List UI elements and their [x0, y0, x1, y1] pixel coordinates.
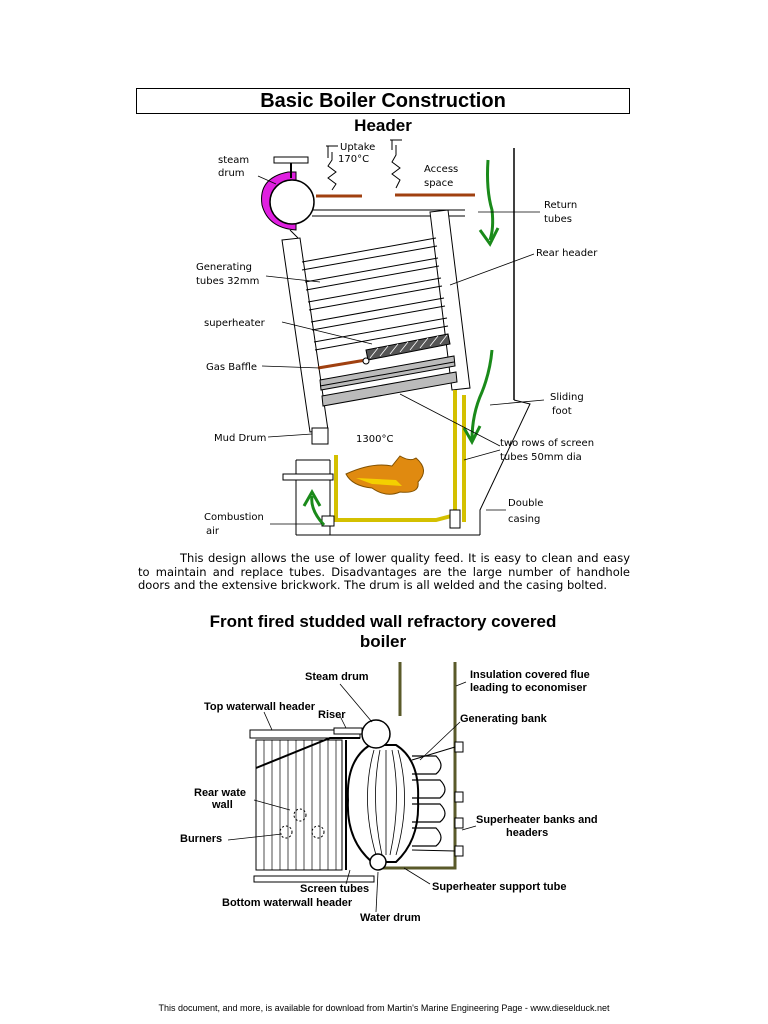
label-combustion-line1: Combustion — [204, 512, 264, 523]
label-screen-line1: two rows of screen — [500, 438, 594, 449]
label-rear-water-wall-line1: Rear wate — [194, 787, 246, 799]
label-superheater-banks-line1: Superheater banks and — [476, 814, 598, 826]
label-sliding-line2: foot — [552, 406, 572, 417]
label-burners: Burners — [180, 833, 222, 845]
label-top-waterwall-header: Top waterwall header — [204, 701, 316, 713]
label-generating-line2: tubes 32mm — [196, 276, 259, 287]
label-superheater: superheater — [204, 318, 266, 329]
section1-heading: Header — [354, 116, 412, 135]
label-bottom-waterwall-header: Bottom waterwall header — [222, 897, 353, 909]
label-gas-baffle: Gas Baffle — [206, 362, 257, 373]
label-insulation-line1: Insulation covered flue — [470, 669, 590, 681]
label-insulation-line2: leading to economiser — [470, 682, 587, 694]
label-steam-drum-line2: drum — [218, 168, 245, 179]
section2-heading-line2: boiler — [359, 632, 407, 651]
label-screen-tubes: Screen tubes — [300, 883, 369, 895]
label-steam-drum: Steam drum — [305, 671, 369, 683]
label-water-drum: Water drum — [360, 912, 421, 924]
label-screen-line2: tubes 50mm dia — [500, 452, 582, 463]
label-rear-header: Rear header — [536, 248, 598, 259]
label-temperature: 1300°C — [356, 434, 393, 445]
label-generating-bank: Generating bank — [460, 713, 548, 725]
label-double-line2: casing — [508, 514, 540, 525]
section2-heading: Front fired studded wall refractory cove… — [136, 612, 630, 652]
label-access-line2: space — [424, 178, 453, 189]
section2-heading-line1: Front fired studded wall refractory cove… — [209, 612, 557, 631]
label-rear-water-wall-line2: wall — [211, 799, 233, 811]
header-boiler-diagram: steam drum Uptake 170°C Access space Ret… — [196, 139, 598, 537]
document-title: Basic Boiler Construction — [136, 88, 630, 114]
footer-note: This document, and more, is available fo… — [158, 1003, 610, 1013]
label-steam-drum-line1: steam — [218, 155, 249, 166]
label-access-line1: Access — [424, 164, 458, 175]
label-uptake-line1: Uptake — [340, 142, 375, 153]
label-mud-drum: Mud Drum — [214, 433, 266, 444]
label-superheater-banks-line2: headers — [506, 827, 548, 839]
label-uptake-line2: 170°C — [338, 154, 369, 165]
label-double-line1: Double — [508, 498, 543, 509]
label-return-line1: Return — [544, 200, 577, 211]
label-sliding-line1: Sliding — [550, 392, 584, 403]
label-return-line2: tubes — [544, 214, 572, 225]
label-generating-line1: Generating — [196, 262, 252, 273]
description-paragraph: This design allows the use of lower qual… — [138, 551, 630, 593]
label-combustion-line2: air — [206, 526, 220, 537]
label-riser: Riser — [318, 709, 346, 721]
label-superheater-support-tube: Superheater support tube — [432, 881, 566, 893]
